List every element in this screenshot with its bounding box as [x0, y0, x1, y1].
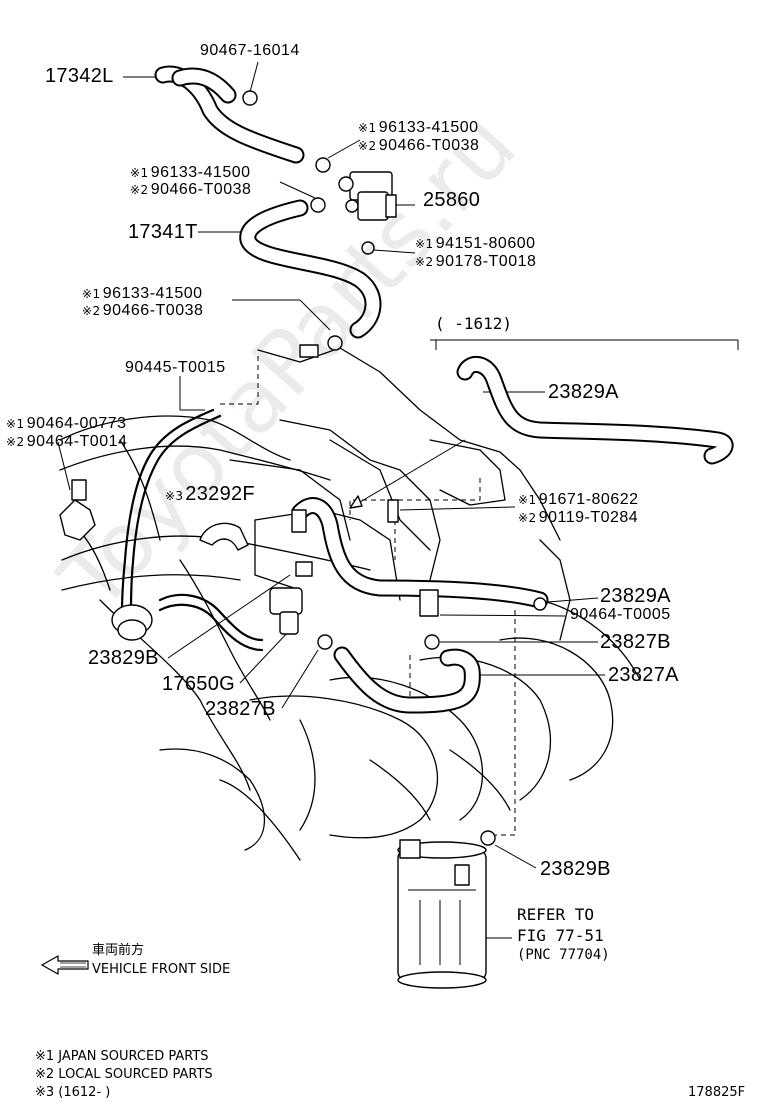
part-number: 90178-T0018 [435, 253, 537, 270]
mark-local: ※2 [358, 139, 377, 153]
front-label-en: VEHICLE FRONT SIDE [92, 962, 231, 977]
part-number: 90464-00773 [26, 415, 127, 432]
legend-japan: ※1 JAPAN SOURCED PARTS [35, 1049, 209, 1064]
refer-line-3: (PNC 77704) [517, 947, 610, 963]
legend-local: ※2 LOCAL SOURCED PARTS [35, 1067, 213, 1082]
part-number: 90466-T0038 [102, 302, 204, 319]
legend-3: ※3 (1612- ) [35, 1085, 111, 1100]
label-23827B-right: 23827B [600, 631, 671, 653]
label-17341T: 17341T [128, 221, 198, 243]
part-number: 96133-41500 [102, 285, 203, 302]
mark-local: ※2 [82, 304, 101, 318]
label-23829B-bottom: 23829B [540, 858, 611, 880]
part-number: 90119-T0284 [538, 509, 639, 526]
label-25860: 25860 [423, 189, 481, 211]
part-number: 94151-80600 [435, 235, 536, 252]
leader-lines [57, 61, 739, 939]
part-number: 96133-41500 [378, 119, 479, 136]
refer-line-2: FIG 77-51 [517, 926, 604, 945]
part-number: 90466-T0038 [150, 181, 252, 198]
mark-japan: ※1 [82, 287, 101, 301]
mark-japan: ※1 [518, 493, 537, 507]
label-90464-T0005: 90464-T0005 [570, 606, 671, 623]
part-number: 96133-41500 [150, 164, 251, 181]
clamps [71, 90, 547, 846]
part-number: 90464-T0014 [26, 433, 128, 450]
mark-3: ※3 [165, 489, 184, 503]
label-17342L: 17342L [45, 65, 114, 87]
mark-local: ※2 [518, 511, 537, 525]
hose-17342L [154, 65, 305, 164]
refer-line-1: REFER TO [517, 905, 595, 924]
label-23827A: 23827A [608, 664, 679, 686]
label-90467-16014: 90467-16014 [200, 42, 300, 59]
label-23829B-left: 23829B [88, 647, 159, 669]
mark-japan: ※1 [415, 237, 434, 251]
mark-japan: ※1 [6, 417, 25, 431]
hose-23827A [333, 646, 481, 714]
canister [397, 839, 487, 989]
mark-japan: ※1 [358, 121, 377, 135]
front-arrow-icon [40, 954, 89, 976]
part-number: 90466-T0038 [378, 137, 480, 154]
hose-90445 [120, 408, 222, 614]
mark-local: ※2 [415, 255, 434, 269]
label-23827B-left: 23827B [205, 698, 276, 720]
part-number: 23292F [185, 483, 255, 505]
protector-23292F [59, 499, 249, 551]
mark-japan: ※1 [130, 166, 149, 180]
vsv-25860 [338, 171, 397, 221]
mark-local: ※2 [130, 183, 149, 197]
valve-17650G [111, 587, 303, 641]
label-23829A-mid: 23829A [600, 585, 671, 607]
label-90445-T0015: 90445-T0015 [125, 359, 226, 376]
hose-23829A-mid [291, 497, 549, 609]
mark-local: ※2 [6, 435, 25, 449]
label-range: ( -1612) [435, 314, 513, 333]
dashed-references [220, 352, 516, 836]
figure-number: 178825F [688, 1085, 746, 1100]
label-23829A-top: 23829A [548, 381, 619, 403]
hose-23829A-top [456, 356, 734, 465]
front-label-jp: 車両前方 [92, 943, 145, 958]
hose-17341T [239, 199, 382, 339]
hose-23829B [158, 593, 264, 652]
part-number: 91671-80622 [538, 491, 639, 508]
reference-arrow [349, 439, 466, 509]
label-17650G: 17650G [162, 673, 235, 695]
